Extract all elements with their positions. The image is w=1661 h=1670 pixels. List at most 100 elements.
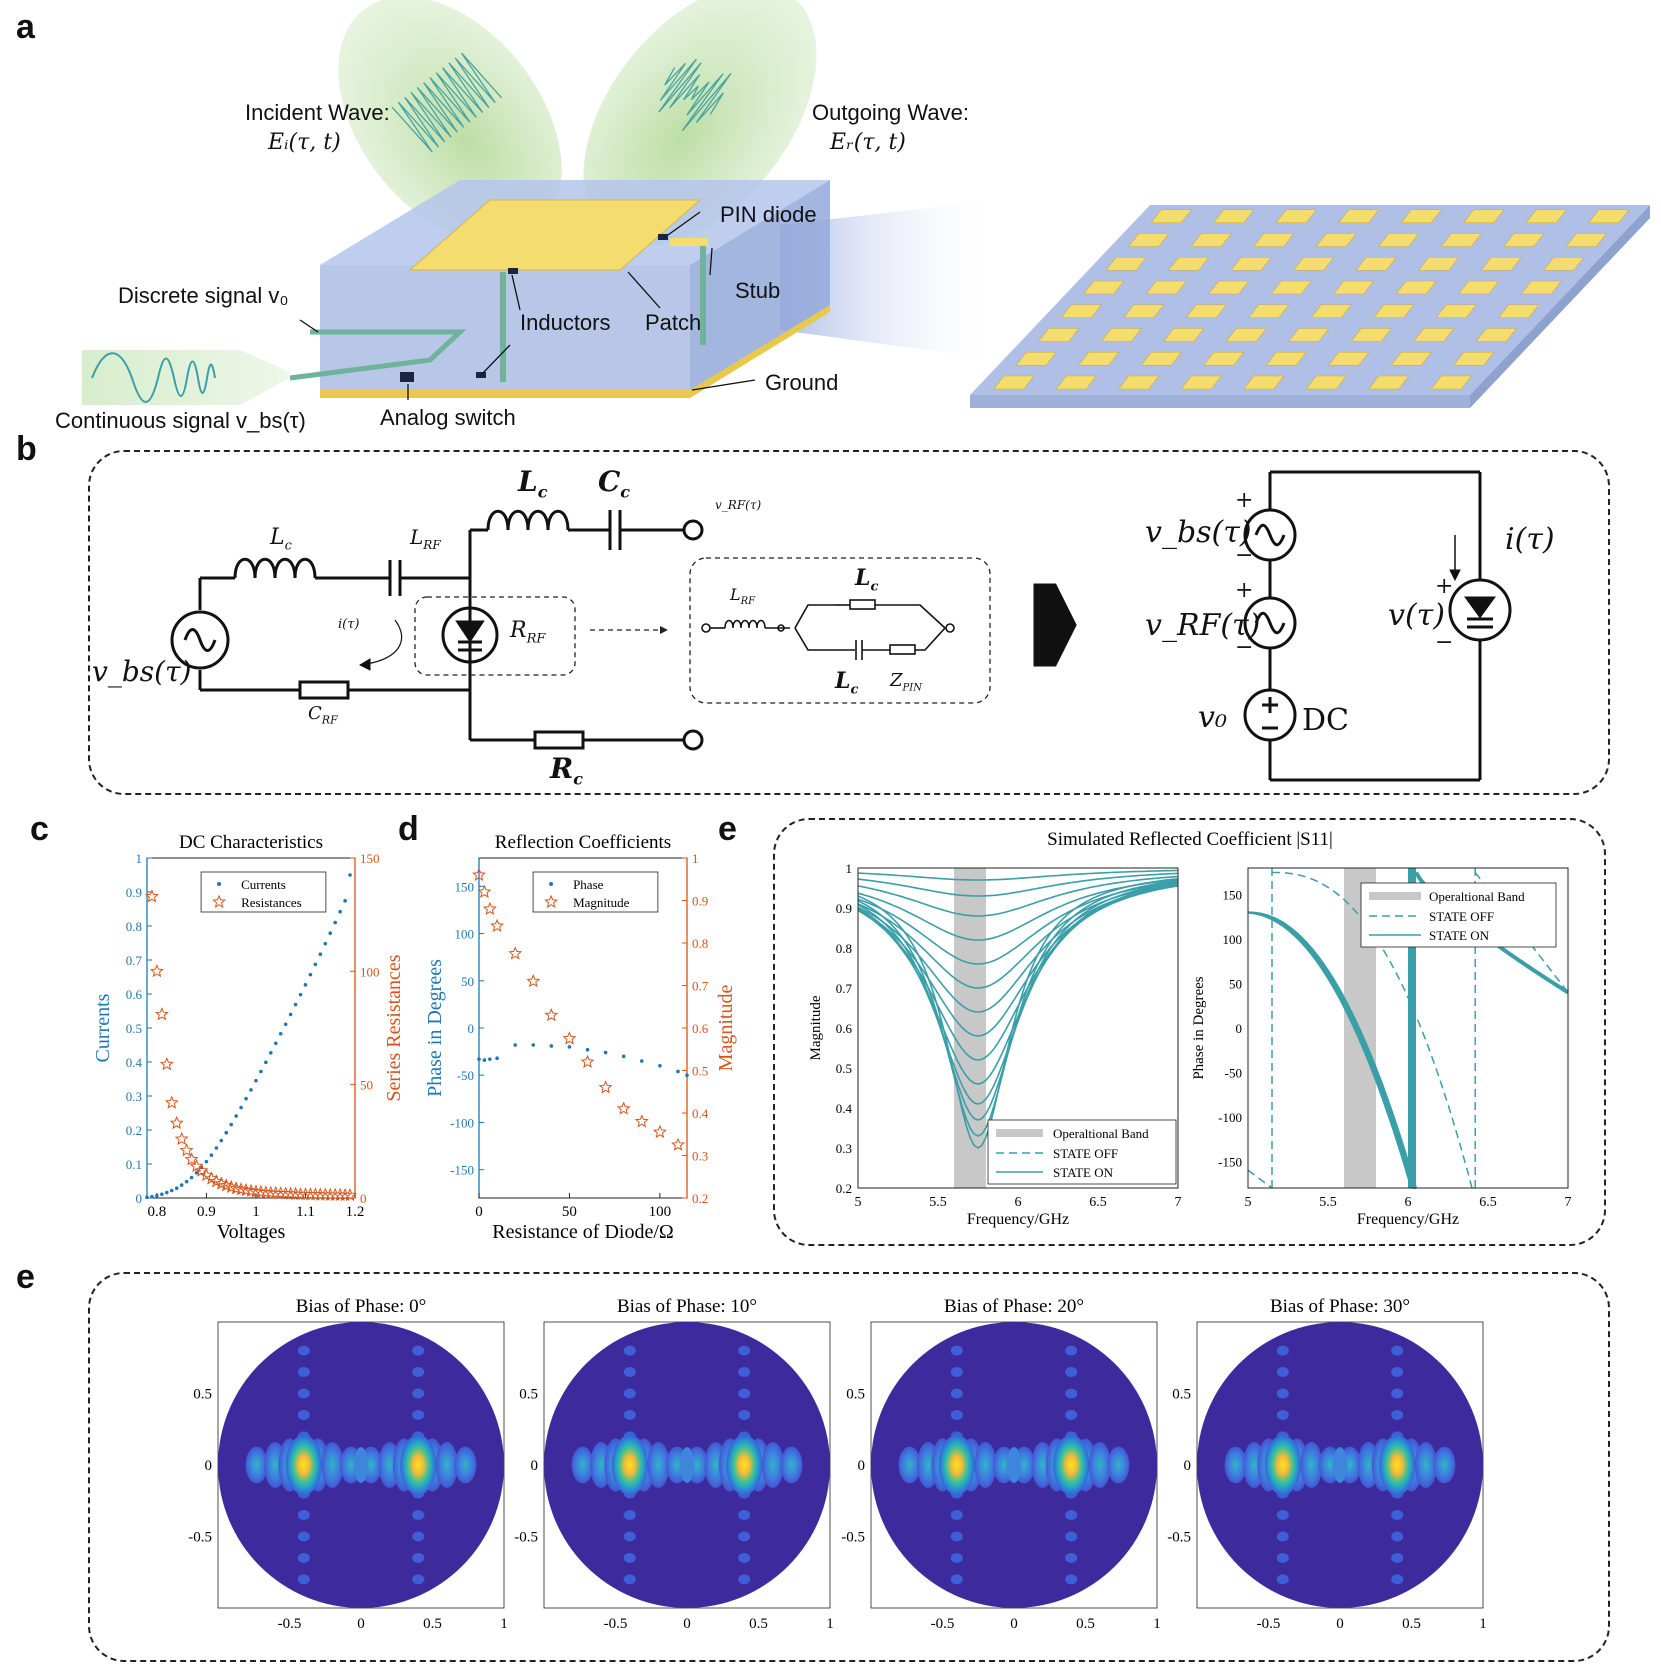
y-tick-label-right: 0: [360, 1191, 367, 1206]
data-point-star: [338, 1188, 353, 1202]
analog-switch-label: Analog switch: [380, 405, 516, 430]
metasurface-array: [970, 205, 1650, 395]
state-on-curve: [857, 883, 1179, 989]
data-point-dot: [348, 873, 352, 877]
array-patch: [1503, 233, 1545, 247]
array-patch: [1458, 280, 1500, 295]
state-on-curve: [857, 878, 1179, 941]
data-point-star: [174, 1131, 189, 1145]
y-tick-label: -0.5: [1167, 1530, 1191, 1546]
x-tick-label: 0: [683, 1616, 691, 1632]
signal-wave: [91, 352, 216, 403]
side-lobe: [412, 1367, 425, 1378]
y-axis-label: Magnitude: [808, 995, 824, 1060]
side-lobe: [1065, 1345, 1078, 1356]
eq-vbs-label: v_bs(τ): [1145, 515, 1252, 550]
lc-label-top: Lc: [518, 465, 548, 502]
y-tick-label: 0.7: [836, 981, 853, 996]
y-tick-label-left: 0.2: [126, 1123, 142, 1138]
vrf-output-label: v_RF(τ): [715, 498, 762, 512]
main-lobe: [938, 1435, 975, 1495]
ground-label: Ground: [765, 370, 839, 395]
chart-title: DC Characteristics: [179, 832, 323, 853]
panel-a-illustration: [82, 0, 1650, 408]
side-lobe: [738, 1531, 751, 1542]
side-lobe: [1391, 1510, 1404, 1521]
minus-v: −: [1435, 630, 1454, 655]
y-tick-label: 50: [1229, 977, 1242, 992]
state-on-curve: [857, 885, 1179, 1037]
array-patch: [1475, 328, 1517, 342]
eq-v-label: v(τ): [1388, 598, 1445, 633]
y-tick-label-right: 0.9: [692, 894, 708, 909]
array-patch: [1270, 280, 1312, 295]
x-axis-label: Frequency/GHz: [1357, 1211, 1459, 1228]
inductors-label: Inductors: [520, 310, 611, 335]
side-lobe: [1276, 1409, 1289, 1420]
x-tick-label: -0.5: [1257, 1616, 1281, 1632]
eq-i-label: i(τ): [1505, 522, 1555, 557]
chart-title: Simulated Reflected Coefficient |S11|: [1047, 829, 1333, 850]
data-point-dot: [549, 1044, 554, 1048]
side-lobe: [1065, 1574, 1078, 1585]
side-lobe: [1065, 1409, 1078, 1420]
rrf-label: RRF: [510, 618, 546, 647]
data-point-star: [472, 867, 486, 881]
panel-label-b: b: [16, 430, 37, 468]
side-lobe: [623, 1574, 636, 1585]
y-tick-label: -50: [1225, 1065, 1242, 1080]
x-tick-label: 50: [562, 1204, 577, 1220]
state-on-curve: [857, 881, 1179, 1121]
side-lobe: [297, 1510, 310, 1521]
side-lobe: [1224, 1446, 1247, 1484]
y-axis-label-left: Phase in Degrees: [424, 959, 446, 1097]
legend-marker-dot: [217, 882, 222, 886]
outgoing-wave-formula: Eᵣ(τ, t): [830, 130, 906, 155]
data-point-dot: [303, 983, 308, 987]
state-on-curve: [1247, 911, 1417, 1189]
array-patch: [1520, 280, 1562, 295]
side-lobe: [950, 1531, 963, 1542]
stub-label: Stub: [735, 278, 781, 303]
side-lobe: [1391, 1409, 1404, 1420]
y-tick-label-left: -100: [450, 1115, 474, 1130]
x-tick-label: 7: [1175, 1195, 1182, 1210]
side-lobe: [950, 1409, 963, 1420]
side-lobe: [1276, 1552, 1289, 1563]
side-lobe: [435, 1442, 458, 1488]
minus-vbs: −: [1235, 543, 1254, 568]
data-point-star: [343, 1187, 358, 1202]
y-tick-label-right: 0.7: [692, 979, 709, 994]
y-tick-label: 0.3: [836, 1141, 852, 1156]
data-point-dot: [160, 1192, 164, 1197]
side-lobe: [647, 1442, 670, 1488]
y-tick-label-left: -50: [457, 1068, 474, 1083]
data-point-dot: [585, 1047, 590, 1052]
data-point-star: [482, 901, 497, 915]
array-patch: [1225, 328, 1267, 342]
data-point-dot: [165, 1190, 169, 1195]
state-on-wrap: [1408, 868, 1416, 1188]
center-lobe: [354, 1447, 368, 1483]
array-patch: [1368, 375, 1410, 390]
side-lobe: [623, 1367, 636, 1378]
array-patch: [1463, 209, 1505, 224]
panel-label-e1: e: [718, 810, 737, 848]
array-patch: [1333, 280, 1375, 295]
inset-lc-top-label: Lc: [855, 565, 879, 595]
x-tick-label: 5.5: [1319, 1195, 1337, 1210]
legend-label: Operaltional Band: [1053, 1126, 1149, 1141]
inset-lrf-label: LRF: [730, 585, 756, 608]
side-lobe: [454, 1446, 477, 1484]
y-tick-label: 0.5: [1172, 1387, 1191, 1403]
legend-label: STATE OFF: [1053, 1146, 1118, 1161]
data-point-star: [154, 1007, 169, 1021]
data-point-dot: [254, 1078, 258, 1083]
data-point-dot: [214, 1146, 219, 1150]
y-tick-label-left: -150: [450, 1163, 474, 1178]
x-tick-label: 0.9: [197, 1204, 216, 1220]
data-point-star: [179, 1143, 194, 1157]
y-tick-label-left: 0.5: [126, 1021, 142, 1036]
data-point-star: [562, 1031, 577, 1045]
